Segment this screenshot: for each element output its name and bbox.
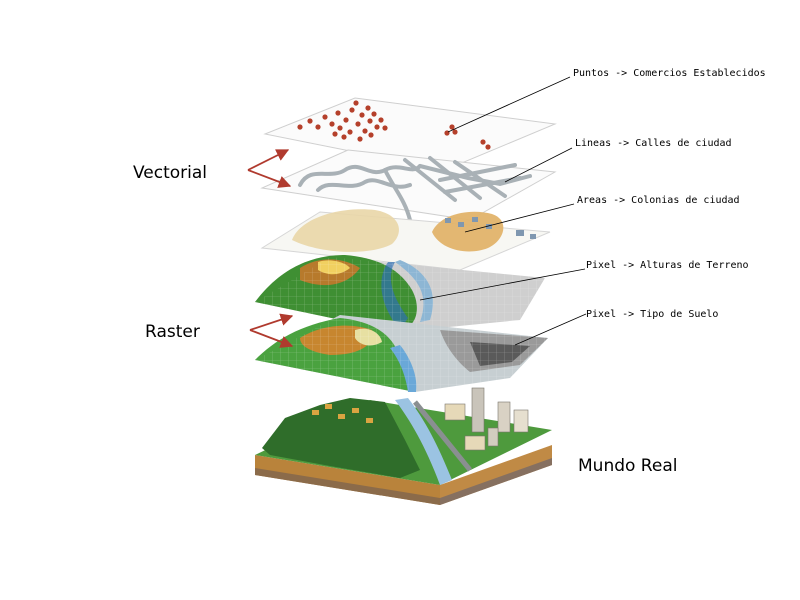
label-raster: Raster [145, 322, 200, 342]
area-colony-west [292, 209, 399, 252]
points-layer [263, 97, 557, 171]
real-world-buildings [444, 387, 529, 451]
elevation-raster-layer [255, 255, 545, 332]
leader-lines [419, 76, 587, 346]
real-world-houses [312, 404, 373, 423]
label-real-world: Mundo Real [578, 456, 677, 476]
points-cluster-main [297, 100, 388, 142]
areas-layer [260, 209, 551, 271]
label-vectorial: Vectorial [133, 163, 207, 183]
area-blocks [445, 217, 536, 239]
label-areas-layer: Areas -> Colonias de ciudad [577, 195, 740, 206]
lines-layer [260, 149, 557, 222]
street-network [298, 156, 532, 222]
label-lines-layer: Lineas -> Calles de ciudad [575, 138, 732, 149]
raster-arrows [249, 313, 294, 348]
points-cluster-east [444, 124, 491, 150]
label-points-layer: Puntos -> Comercios Establecidos [573, 68, 766, 79]
soil-raster-layer [255, 315, 548, 392]
vectorial-arrows [247, 149, 292, 188]
label-elevation-layer: Pixel -> Alturas de Terreno [586, 260, 749, 271]
label-soil-layer: Pixel -> Tipo de Suelo [586, 309, 718, 320]
real-world-block [255, 387, 552, 505]
